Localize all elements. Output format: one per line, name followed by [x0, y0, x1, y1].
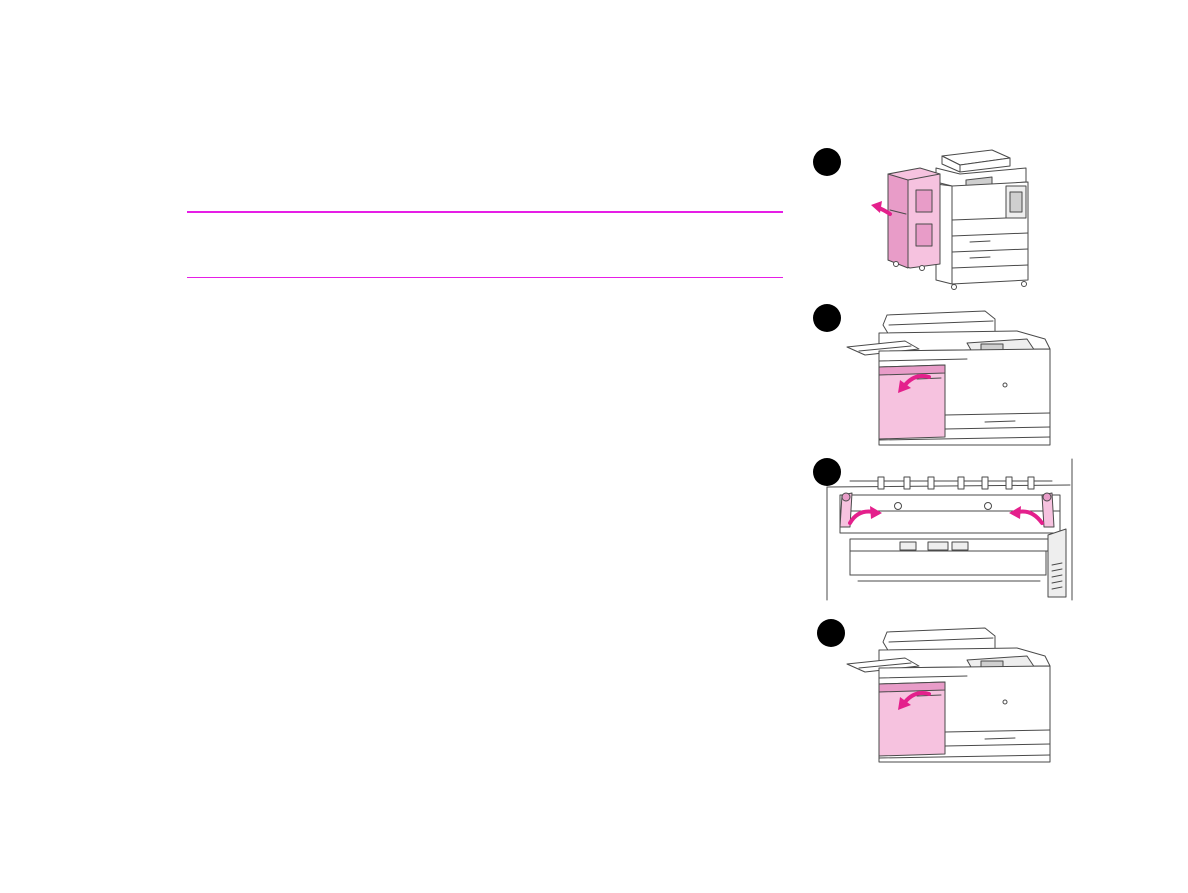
open-door-arrow-icon: [898, 374, 931, 393]
right-lever-highlight: [1041, 492, 1055, 528]
note-bottom-rule: [187, 277, 783, 278]
printer-body: [846, 627, 1051, 763]
note-top-rule: [187, 211, 783, 213]
printer-body: [846, 310, 1051, 446]
step-2-marker-icon: [813, 304, 841, 332]
close-left-door-illustration: [846, 627, 1051, 763]
open-left-door-illustration: [846, 310, 1051, 446]
step-1-marker-icon: [813, 148, 841, 176]
left-lever-highlight: [839, 492, 853, 528]
left-door-highlight: [878, 681, 946, 757]
left-door-highlight: [878, 364, 946, 440]
printer-interior: [826, 458, 1073, 601]
left-rotate-arrow-icon: [848, 506, 882, 525]
finisher-pull-away-illustration: [871, 149, 1029, 290]
step-4-marker-icon: [817, 619, 845, 647]
rotate-green-levers-illustration: [826, 458, 1073, 601]
finisher-highlight: [887, 167, 941, 271]
right-rotate-arrow-icon: [1009, 506, 1044, 525]
step-3-marker-icon: [813, 458, 841, 486]
door-arrow-icon: [898, 691, 931, 710]
pull-direction-arrow-icon: [871, 201, 892, 216]
printer-body: [935, 149, 1029, 290]
